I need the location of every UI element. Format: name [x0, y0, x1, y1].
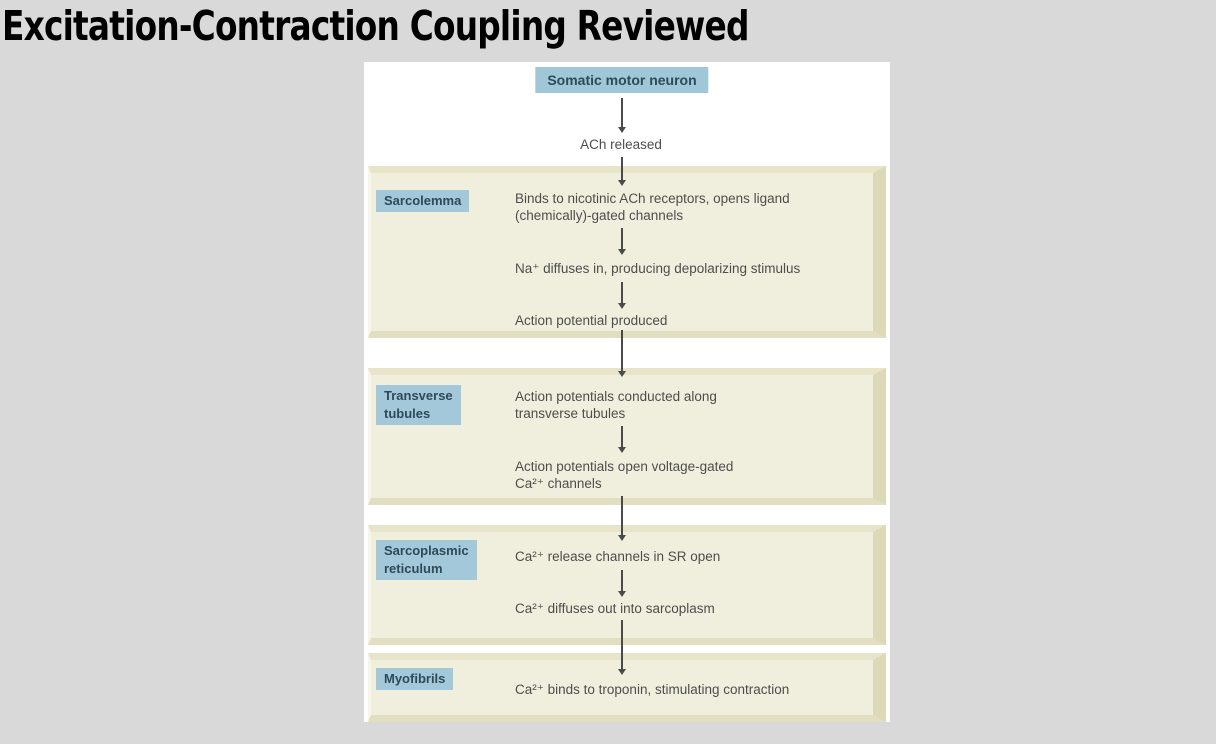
label-sarcoplasmic-reticulum: Sarcoplasmic reticulum	[376, 540, 477, 580]
flowchart-canvas: Somatic motor neuron ACh released Sarcol…	[364, 62, 890, 722]
step-ca-diffuses: Ca²⁺ diffuses out into sarcoplasm	[515, 601, 715, 616]
arrow-down-icon	[618, 282, 626, 309]
panel-myofibrils	[368, 653, 886, 722]
step-ap-conducted: Action potentials conducted along transv…	[515, 389, 717, 421]
arrow-down-icon	[618, 98, 626, 133]
arrow-down-icon	[618, 228, 626, 255]
arrow-down-icon	[618, 620, 626, 675]
step-binds-receptors: Binds to nicotinic ACh receptors, opens …	[515, 191, 790, 223]
arrow-down-icon	[618, 426, 626, 453]
page-title: Excitation-Contraction Coupling Reviewed	[2, 2, 749, 50]
arrow-down-icon	[618, 496, 626, 541]
arrow-down-icon	[618, 157, 626, 186]
label-sarcolemma: Sarcolemma	[376, 190, 470, 212]
step-ach-released: ACh released	[580, 137, 662, 152]
step-ca-release-channels: Ca²⁺ release channels in SR open	[515, 549, 721, 564]
label-myofibrils: Myofibrils	[376, 668, 454, 690]
step-ap-open-voltage-gated: Action potentials open voltage-gated Ca²…	[515, 459, 734, 491]
start-node: Somatic motor neuron	[535, 67, 709, 93]
label-transverse-tubules: Transverse tubules	[376, 385, 461, 425]
arrow-down-icon	[618, 330, 626, 377]
arrow-down-icon	[618, 570, 626, 597]
step-action-potential-produced: Action potential produced	[515, 313, 668, 328]
step-ca-binds-troponin: Ca²⁺ binds to troponin, stimulating cont…	[515, 682, 790, 697]
step-na-diffuses: Na⁺ diffuses in, producing depolarizing …	[515, 261, 801, 276]
